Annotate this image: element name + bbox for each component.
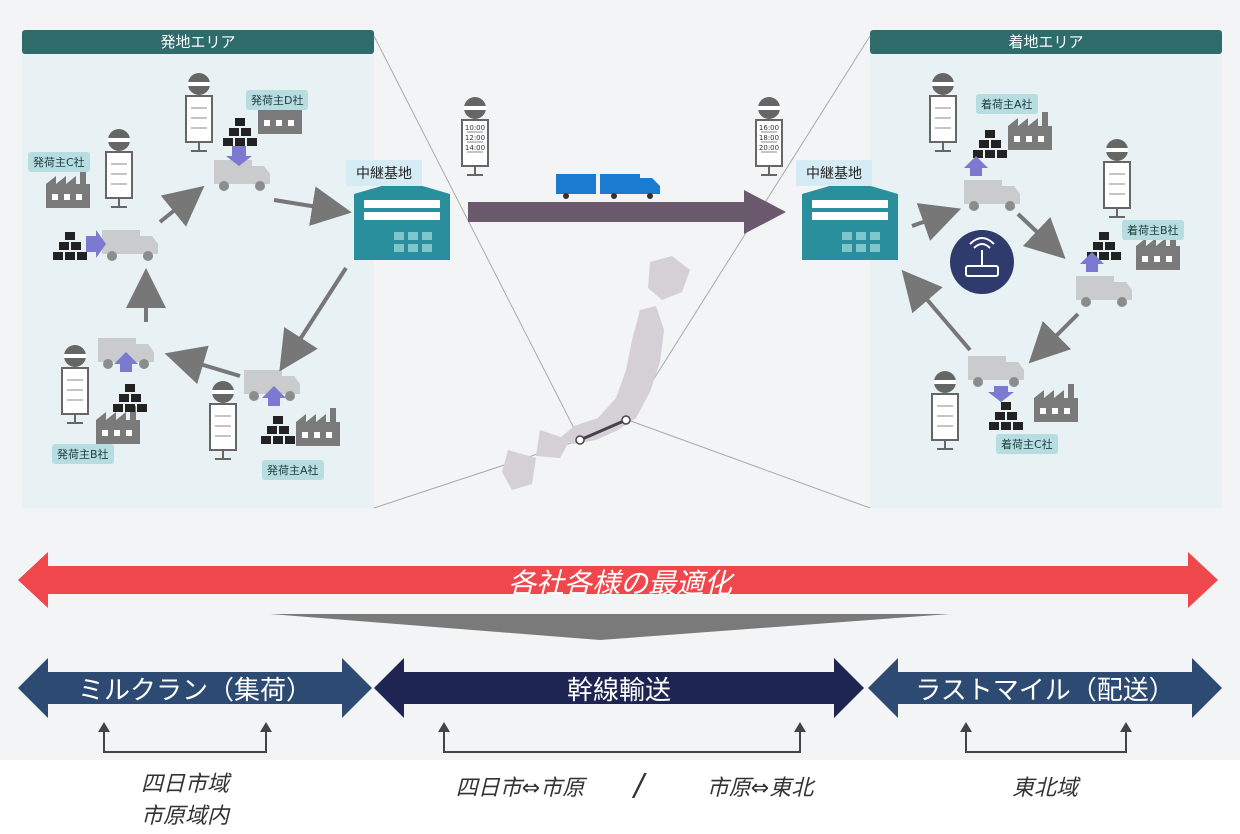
trunk-area-separator: / [633, 768, 645, 803]
milk-run-area-line2: 市原域内 [140, 804, 229, 829]
footer-strip [0, 760, 1240, 834]
origin-hub-schedule-time: 12:00 [465, 134, 485, 142]
destination-area-title: 着地エリア [870, 30, 1222, 54]
router-icon [950, 230, 1014, 294]
shipper-a-label: 発荷主A社 [262, 460, 324, 480]
consignee-b-label: 着荷主B社 [1122, 220, 1184, 240]
shipper-d-label: 発荷主D社 [246, 90, 309, 110]
trunk-area-right: 市原⇔東北 [706, 776, 814, 801]
consignee-c-label: 着荷主C社 [996, 434, 1058, 454]
segment-milk-run: ミルクラン（集荷） [77, 676, 312, 706]
trunk-area-left: 四日市⇔市原 [455, 776, 585, 801]
destination-hub-schedule-time: 16:00 [759, 124, 779, 132]
origin-hub-schedule-time: 14:00 [465, 144, 485, 152]
consignee-a-label: 着荷主A社 [976, 94, 1038, 114]
destination-hub-schedule-time: 18:00 [759, 134, 779, 142]
segment-trunk: 幹線輸送 [566, 676, 671, 706]
destination-hub-schedule-time: 20:00 [759, 144, 779, 152]
last-mile-area: 東北域 [1011, 776, 1078, 801]
shipper-c-label: 発荷主C社 [28, 152, 90, 172]
origin-hub-schedule-time: 10:00 [465, 124, 485, 132]
origin-area-title: 発地エリア [22, 30, 374, 54]
optimization-banner: 各社各様の最適化 [507, 567, 732, 600]
shipper-b-label: 発荷主B社 [52, 444, 114, 464]
japan-map [502, 256, 690, 490]
destination-hub-label: 中継基地 [796, 160, 872, 186]
segment-last-mile: ラストマイル（配送） [915, 676, 1175, 706]
milk-run-area-line1: 四日市域 [140, 772, 229, 797]
trunk-truck-icon [556, 174, 660, 199]
origin-hub-label: 中継基地 [346, 160, 422, 186]
